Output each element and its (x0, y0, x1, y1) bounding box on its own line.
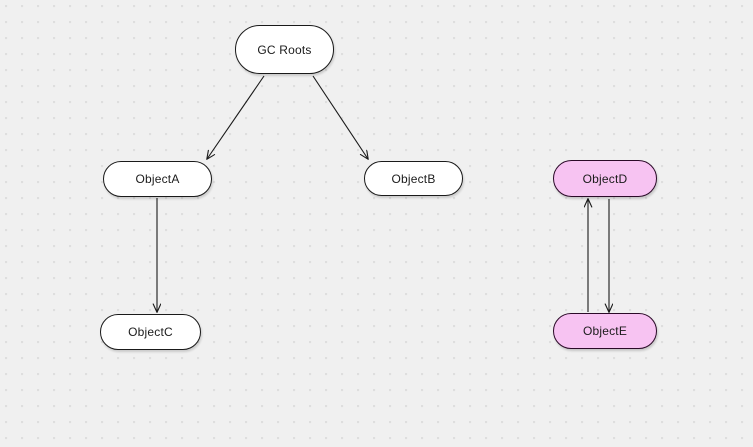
edge-gcroots-objectA (207, 75, 265, 159)
node-label-gcroots: GC Roots (257, 42, 312, 57)
node-objectE[interactable]: ObjectE (553, 313, 657, 349)
node-label-objectD: ObjectD (582, 171, 628, 186)
node-objectA[interactable]: ObjectA (103, 161, 212, 197)
edge-gcroots-objectB (312, 75, 368, 159)
node-label-objectC: ObjectC (128, 325, 173, 339)
node-label-objectA: ObjectA (135, 172, 180, 186)
node-objectB[interactable]: ObjectB (364, 161, 463, 196)
node-objectD[interactable]: ObjectD (553, 160, 657, 197)
node-objectC[interactable]: ObjectC (100, 314, 201, 350)
node-gcroots[interactable]: GC Roots (235, 25, 334, 74)
node-label-objectE: ObjectE (582, 324, 628, 338)
node-label-objectB: ObjectB (391, 171, 436, 186)
